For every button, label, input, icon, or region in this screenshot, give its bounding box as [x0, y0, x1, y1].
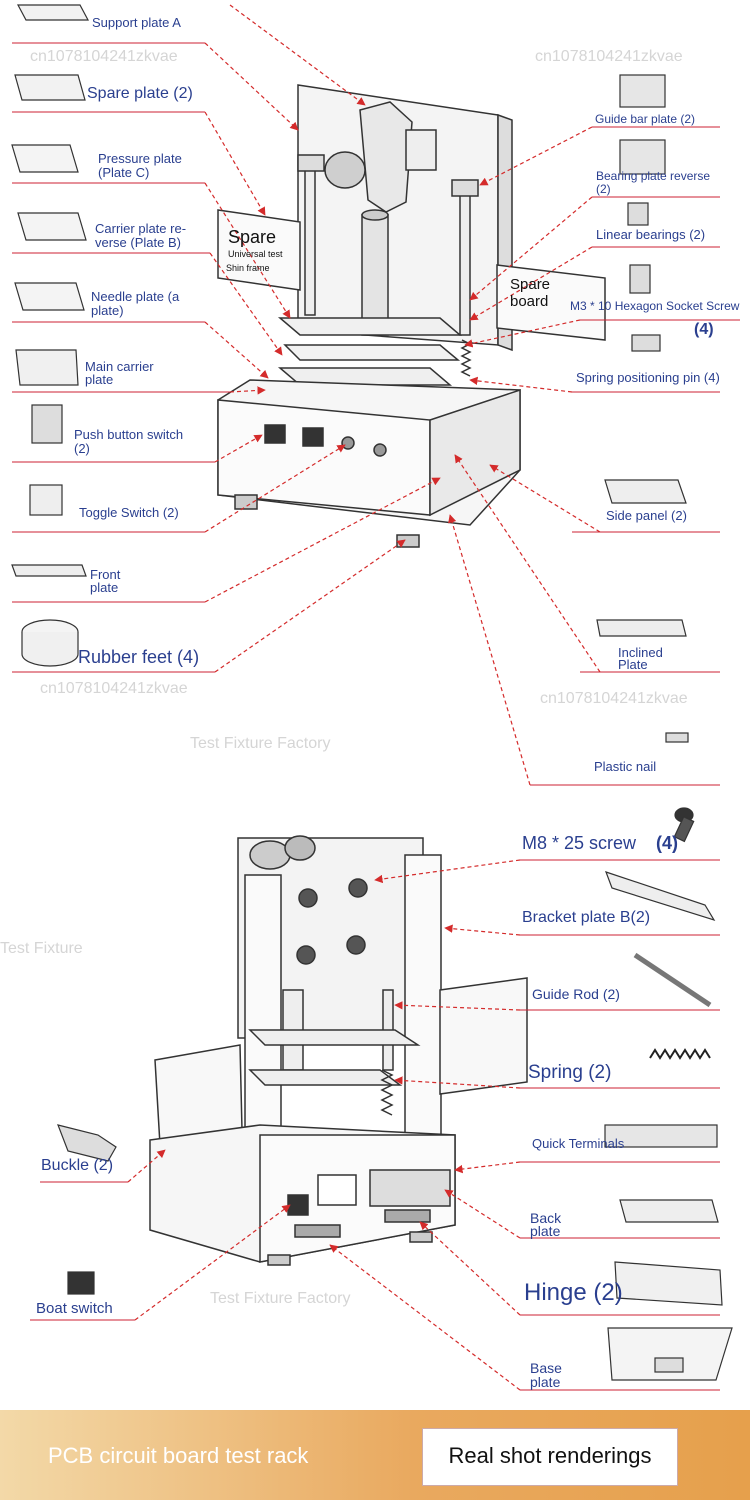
label-support-plate-a: Support plate A [92, 15, 181, 30]
label-pressure-plate-sub: (Plate C) [98, 165, 150, 180]
footer-banner: PCB circuit board test rack Real shot re… [0, 1410, 750, 1500]
label-boat-switch: Boat switch [36, 1300, 113, 1317]
watermark: Test Fixture Factory [210, 1290, 351, 1307]
label-inclined-plate-sub: Plate [618, 657, 648, 672]
label-linear-bearings: Linear bearings (2) [596, 227, 706, 242]
footer-title: PCB circuit board test rack [48, 1443, 309, 1468]
label-carrier-plate-reverse: Carrier plate re- [95, 221, 187, 236]
label-side-panel: Side panel (2) [606, 508, 687, 523]
spare-sign-title: Spare [228, 227, 277, 247]
label-main-carrier-plate-sub: plate [85, 372, 114, 387]
label-pressure-plate: Pressure plate [98, 151, 182, 166]
leader-lines [127, 4, 601, 1391]
spare-board-title: Spare [510, 276, 551, 293]
watermark: Test Fixture Factory [190, 735, 331, 752]
label-spring-positioning-pin: Spring positioning pin (4) [576, 370, 720, 385]
label-main-carrier-plate: Main carrier [85, 359, 154, 374]
label-base-plate: Base [530, 1360, 562, 1376]
footer-badge: Real shot renderings [422, 1428, 678, 1486]
label-toggle-switch: Toggle Switch (2) [79, 505, 179, 520]
label-bracket-plate-b: Bracket plate B(2) [522, 909, 651, 926]
label-quick-terminals: Quick Terminals [532, 1136, 625, 1151]
watermark: cn1078104241zkvae [535, 48, 683, 65]
bottom-fixture-drawing [149, 835, 528, 1266]
watermark: cn1078104241zkvae [540, 690, 688, 707]
label-spare-plate: Spare plate (2) [87, 85, 193, 102]
label-push-button-switch: Push button switch [74, 427, 184, 442]
diagram-artwork [11, 4, 740, 1391]
label-needle-plate: Needle plate (a [91, 289, 180, 304]
label-guide-bar-plate: Guide bar plate (2) [595, 112, 696, 126]
top-part-sketches [11, 4, 689, 743]
label-plastic-nail: Plastic nail [594, 759, 657, 774]
label-inclined-plate: Inclined [618, 645, 663, 660]
label-front-plate: Front [90, 567, 121, 582]
spare-sign-line2: Shin frame [226, 263, 270, 273]
label-needle-plate-sub: plate) [91, 303, 124, 318]
label-rubber-feet: Rubber feet (4) [78, 647, 200, 667]
top-fixture-drawing [217, 84, 606, 548]
label-m8-screw: M8 * 25 screw [522, 833, 637, 853]
label-m3-screw-count: (4) [694, 321, 714, 338]
label-buckle: Buckle (2) [41, 1157, 114, 1174]
label-back-plate-sub: plate [530, 1223, 561, 1239]
watermark: cn1078104241zkvae [40, 680, 188, 697]
watermark: Test Fixture [0, 940, 83, 957]
label-m3-screw: M3 * 10 Hexagon Socket Screw [570, 299, 740, 313]
label-spring: Spring (2) [528, 1062, 612, 1083]
label-hinge: Hinge (2) [524, 1279, 623, 1306]
label-underlines [12, 42, 740, 1391]
spare-board-sub: board [510, 293, 549, 310]
label-bearing-plate-reverse: Bearing plate reverse [596, 169, 711, 183]
spare-sign-line1: Universal test [228, 249, 283, 259]
label-bearing-plate-reverse-sub: (2) [596, 182, 611, 196]
label-carrier-plate-reverse-sub: verse (Plate B) [95, 235, 181, 250]
bottom-part-sketches [57, 807, 733, 1381]
label-guide-rod: Guide Rod (2) [532, 986, 620, 1002]
watermark: cn1078104241zkvae [30, 48, 178, 65]
label-back-plate: Back [530, 1210, 562, 1226]
label-base-plate-sub: plate [530, 1374, 561, 1390]
label-front-plate-sub: plate [90, 580, 119, 595]
label-m8-screw-count: (4) [656, 833, 678, 853]
footer-badge-text: Real shot renderings [448, 1443, 652, 1468]
label-push-button-switch-sub: (2) [74, 441, 90, 456]
